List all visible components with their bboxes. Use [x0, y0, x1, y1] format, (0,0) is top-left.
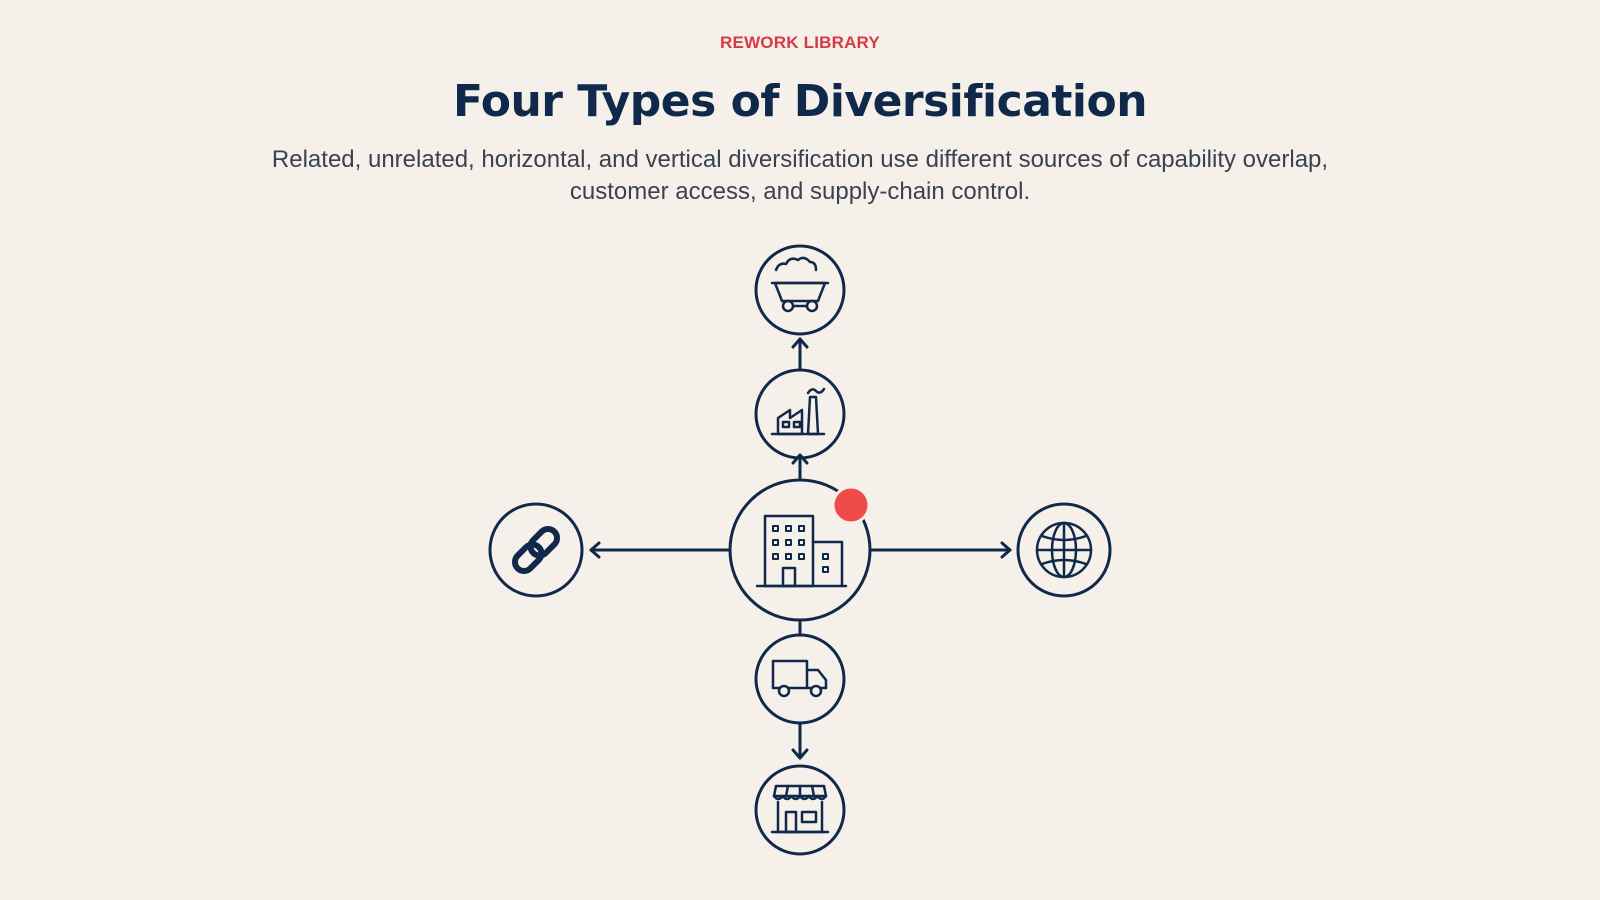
node-raw-materials — [754, 244, 846, 336]
arrow-left-to-related — [589, 541, 732, 559]
page-title: Four Types of Diversification — [452, 76, 1148, 127]
globe-icon — [1035, 521, 1093, 579]
office-building-icon — [755, 514, 848, 588]
connectors — [589, 337, 1012, 760]
chain-link-icon — [511, 525, 561, 575]
eyebrow-label: REWORK LIBRARY — [720, 33, 880, 52]
arrow-down-to-retail — [791, 721, 809, 760]
delivery-truck-icon — [771, 659, 828, 698]
node-manufacturing — [754, 368, 846, 460]
mine-cart-icon — [770, 256, 830, 313]
node-distribution — [754, 633, 846, 725]
arrow-up-to-raw-materials — [791, 337, 809, 372]
storefront-icon — [770, 784, 830, 834]
red-dot-marker — [831, 485, 871, 525]
page-subtitle: Related, unrelated, horizontal, and vert… — [271, 146, 1329, 205]
node-unrelated — [1016, 502, 1112, 598]
arrow-right-to-unrelated — [868, 541, 1012, 559]
factory-icon — [770, 387, 826, 436]
node-center-company — [728, 478, 872, 622]
node-retail — [754, 764, 846, 856]
node-related — [488, 502, 584, 598]
